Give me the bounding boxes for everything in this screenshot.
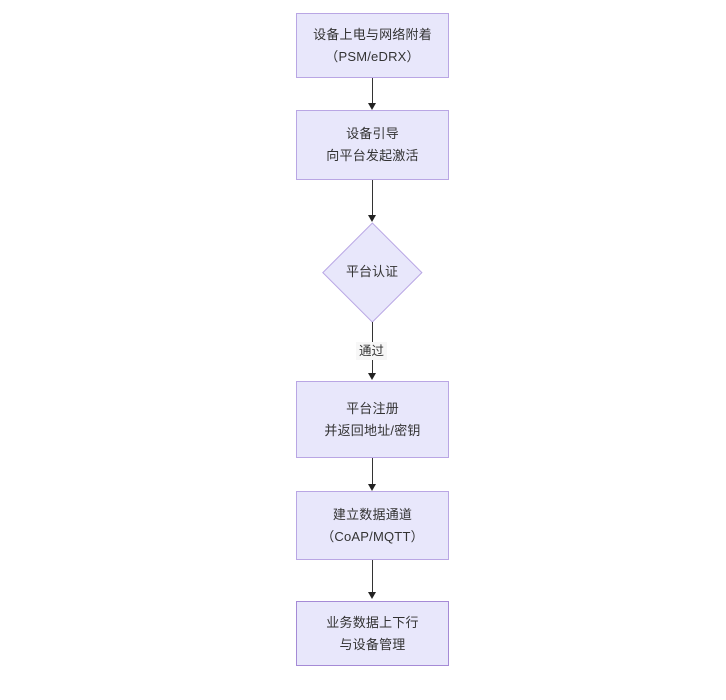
flow-edge-1-line xyxy=(371,78,373,103)
flow-edge-2-line xyxy=(371,180,373,215)
flow-edge-2-arrowhead xyxy=(367,215,376,222)
flow-node-data-management[interactable]: 业务数据上下行 与设备管理 xyxy=(296,601,449,666)
flow-edge-5-arrowhead xyxy=(367,592,376,599)
flow-node-register[interactable]: 平台注册 并返回地址/密钥 xyxy=(296,381,449,458)
flow-edge-5-line xyxy=(371,560,373,592)
flow-edge-3-label: 通过 xyxy=(356,342,388,360)
flow-node-auth-label: 平台认证 xyxy=(345,264,398,279)
flow-node-power-on[interactable]: 设备上电与网络附着 （PSM/eDRX） xyxy=(296,13,449,78)
flow-node-power-on-label: 设备上电与网络附着 （PSM/eDRX） xyxy=(313,26,432,64)
flow-edge-4-arrowhead xyxy=(367,484,376,491)
flow-node-channel-label: 建立数据通道 （CoAP/MQTT） xyxy=(321,506,424,544)
flow-node-data-management-label: 业务数据上下行 与设备管理 xyxy=(326,614,419,652)
flow-edge-4-line xyxy=(371,458,373,484)
flow-node-bootstrap[interactable]: 设备引导 向平台发起激活 xyxy=(296,110,449,180)
flow-node-bootstrap-label: 设备引导 向平台发起激活 xyxy=(326,126,419,163)
flow-edge-1-arrowhead xyxy=(367,103,376,110)
flow-node-channel[interactable]: 建立数据通道 （CoAP/MQTT） xyxy=(296,491,449,560)
flow-node-register-label: 平台注册 并返回地址/密钥 xyxy=(324,400,421,438)
flow-node-auth[interactable]: 平台认证 xyxy=(322,222,422,322)
flow-edge-3-arrowhead xyxy=(367,373,376,380)
